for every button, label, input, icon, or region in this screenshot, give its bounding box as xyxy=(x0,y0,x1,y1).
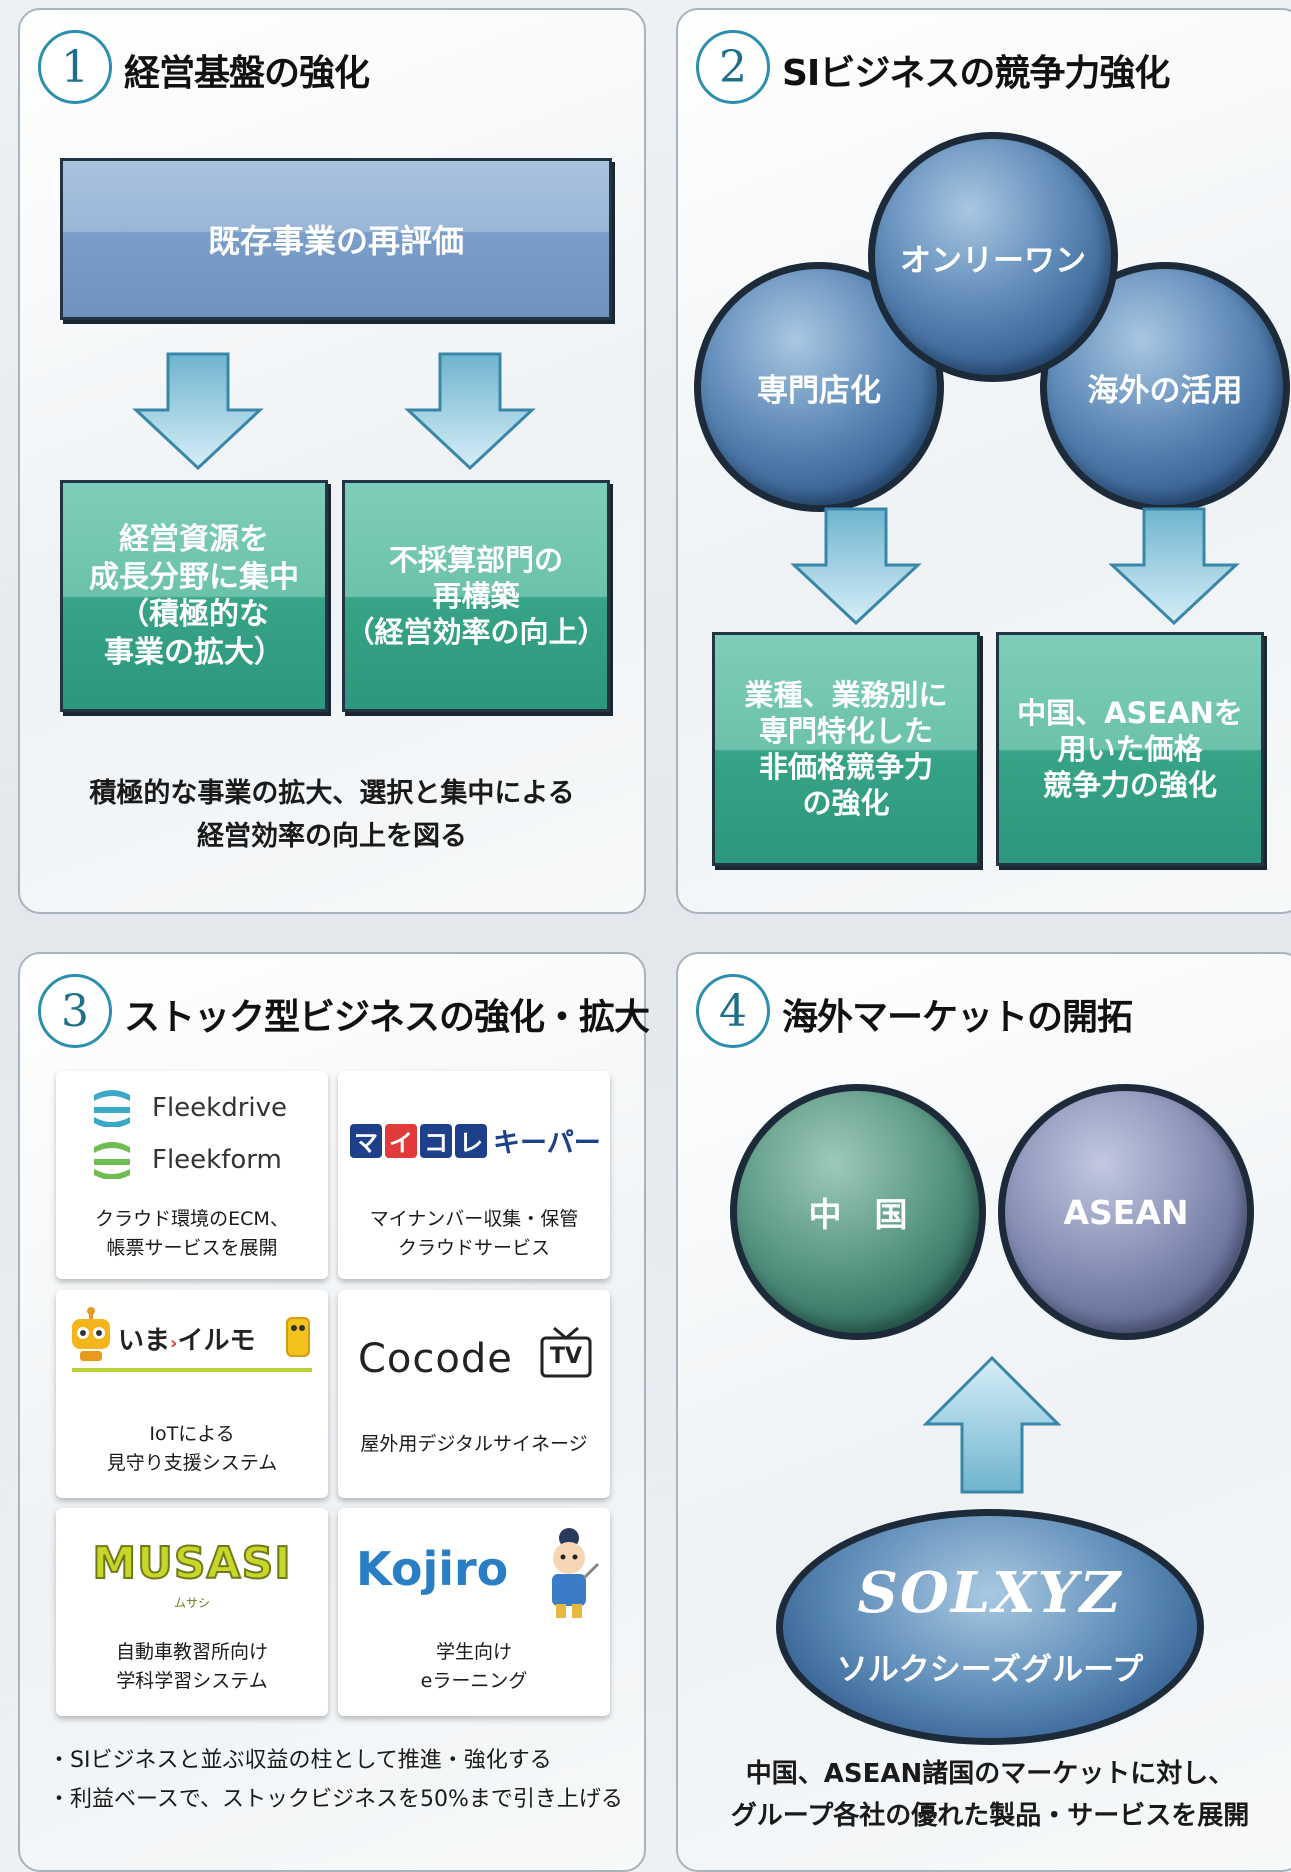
imairumo-logo: いま›イルモ xyxy=(118,1326,256,1356)
solxyz-logo: SOLXYZ xyxy=(857,1560,1123,1626)
robot-mascot-icon xyxy=(72,1307,110,1361)
product-description: クラウド環境のECM、 帳票サービスを展開 xyxy=(95,1208,289,1259)
fleekdrive-label: Fleekdrive xyxy=(152,1093,288,1123)
panel-caption: 積極的な事業の拡大、選択と集中による 経営効率の向上を図る xyxy=(89,778,575,853)
panel-title: SIビジネスの競争力強化 xyxy=(782,53,1170,94)
down-arrow-icon xyxy=(132,352,264,470)
product-card-musasi: MUSASI ムサシ 自動車教習所向け 学科学習システム xyxy=(56,1508,328,1716)
product-card-mycoll-keeper: マ イ コ レ キーパー マイナンバー収集・保管 クラウドサービス xyxy=(338,1071,610,1279)
panel-stock-business: 3 ストック型ビジネスの強化・拡大 Fleekdrive Fleekform ク… xyxy=(18,952,650,1872)
price-competitiveness-box: 中国、ASEANを 用いた価格 競争力の強化 xyxy=(996,632,1264,866)
phone-character-icon xyxy=(286,1317,310,1357)
fleekform-logo-icon xyxy=(94,1142,130,1179)
bullet-list: ・SIビジネスと並ぶ収益の柱として推進・強化する ・利益ベースで、ストックビジネ… xyxy=(48,1742,623,1819)
product-card-imairumo: いま›イルモ IoTによる 見守り支援システム xyxy=(56,1290,328,1498)
down-arrow-icon xyxy=(1108,507,1240,625)
circle-china: 中 国 xyxy=(730,1084,986,1340)
panel-title: 経営基盤の強化 xyxy=(124,53,370,94)
product-card-cocode-tv: Cocode TV 屋外用デジタルサイネージ xyxy=(338,1290,610,1498)
circle-only-one: オンリーワン xyxy=(868,132,1118,382)
solxyz-group-ellipse: SOLXYZ ソルクシーズグループ xyxy=(776,1509,1204,1745)
panel-number: 2 xyxy=(696,30,770,104)
product-description: IoTによる 見守り支援システム xyxy=(106,1423,278,1474)
bullet-item: ・利益ベースで、ストックビジネスを50%まで引き上げる xyxy=(48,1786,623,1812)
fleekdrive-logo-icon xyxy=(94,1090,130,1127)
panel-management-foundation: 1 経営基盤の強化 既存事業の再評価 経営資源を 成長分野に集中 （積極的な 事… xyxy=(18,8,646,914)
specialization-box: 業種、業務別に 専門特化した 非価格競争力 の強化 xyxy=(712,632,980,866)
concentrate-resources-box: 経営資源を 成長分野に集中 （積極的な 事業の拡大） xyxy=(60,480,328,712)
up-arrow-icon xyxy=(922,1355,1062,1494)
down-arrow-icon xyxy=(404,352,536,470)
panel-number: 3 xyxy=(38,974,112,1048)
down-arrow-icon xyxy=(790,507,922,625)
panel-number: 4 xyxy=(696,974,770,1048)
panel-caption: 中国、ASEAN諸国のマーケットに対し、 グループ各社の優れた製品・サービスを展… xyxy=(730,1759,1250,1831)
product-description: 屋外用デジタルサイネージ xyxy=(360,1433,588,1455)
cocode-logo: Cocode xyxy=(358,1336,513,1382)
product-description: マイナンバー収集・保管 クラウドサービス xyxy=(369,1208,579,1259)
tv-antenna-icon xyxy=(540,1326,592,1378)
product-card-kojiro: Kojiro 学生向け eラーニング xyxy=(338,1508,610,1716)
mycoll-keeper-logo: マ イ コ レ キーパー xyxy=(350,1121,601,1160)
musasi-logo: MUSASI xyxy=(91,1537,292,1590)
product-description: 学生向け eラーニング xyxy=(420,1641,528,1692)
reevaluation-box: 既存事業の再評価 xyxy=(60,158,612,320)
product-description: 自動車教習所向け 学科学習システム xyxy=(115,1641,268,1692)
restructure-box: 不採算部門の 再構築 （経営効率の向上） xyxy=(342,480,610,712)
group-name: ソルクシーズグループ xyxy=(836,1652,1144,1688)
panel-title: ストック型ビジネスの強化・拡大 xyxy=(124,997,650,1038)
panel-number: 1 xyxy=(38,30,112,104)
circle-asean: ASEAN xyxy=(998,1084,1254,1340)
product-card-fleek: Fleekdrive Fleekform クラウド環境のECM、 帳票サービスを… xyxy=(56,1071,328,1279)
panel-title: 海外マーケットの開拓 xyxy=(782,997,1133,1038)
fleekform-label: Fleekform xyxy=(152,1145,282,1175)
panel-si-competitiveness: 2 SIビジネスの競争力強化 専門店化 海外の活用 オンリーワン 業種、業務別に… xyxy=(676,8,1291,914)
logo-underline xyxy=(72,1368,312,1372)
samurai-mascot-icon xyxy=(552,1528,600,1618)
musasi-kana: ムサシ xyxy=(173,1596,210,1610)
panel-overseas-market: 4 海外マーケットの開拓 中 国 ASEAN SOLXYZ ソルクシーズグループ… xyxy=(676,952,1291,1872)
bullet-item: ・SIビジネスと並ぶ収益の柱として推進・強化する xyxy=(48,1748,552,1773)
kojiro-logo: Kojiro xyxy=(356,1542,509,1596)
